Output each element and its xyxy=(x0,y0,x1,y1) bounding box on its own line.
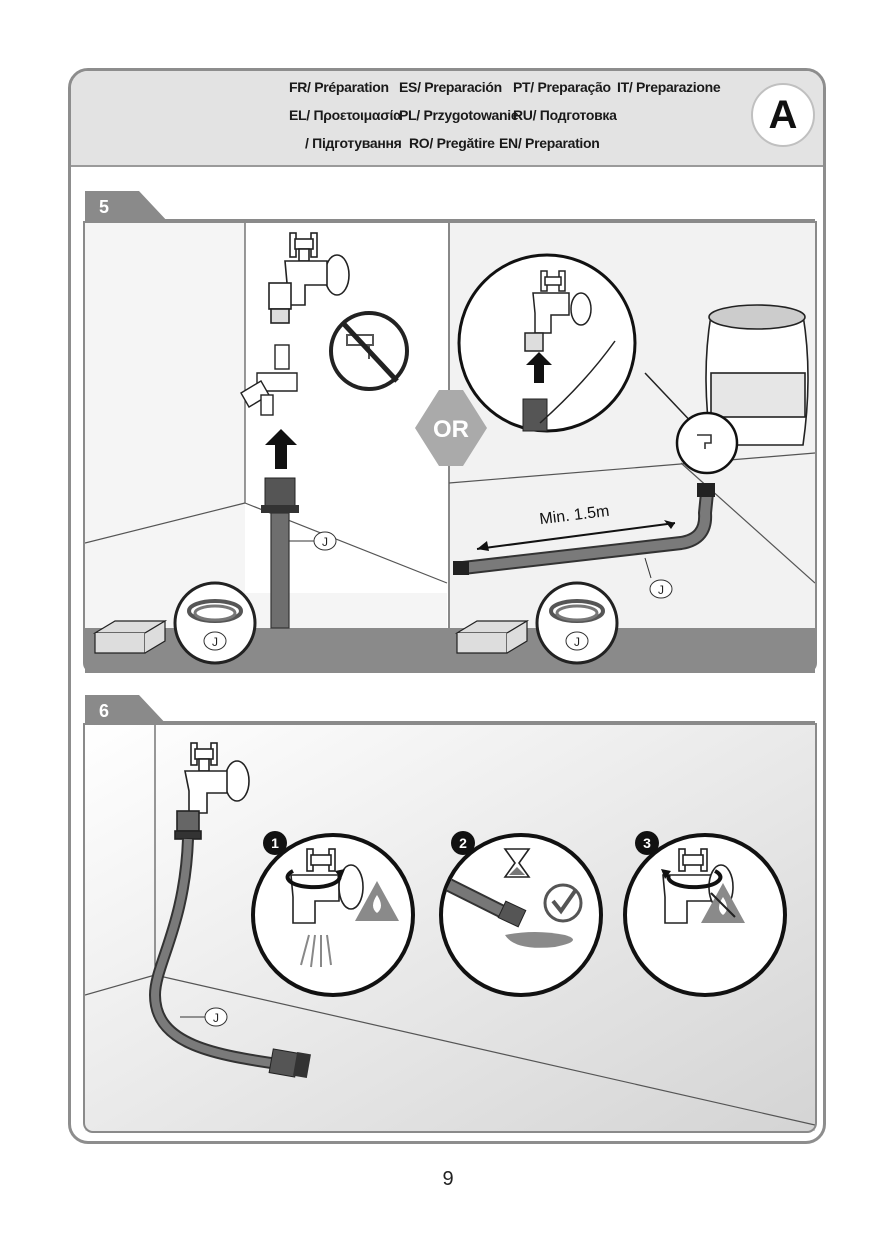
lang-en: EN/ Preparation xyxy=(499,135,600,151)
section-letter-badge: A xyxy=(751,83,815,147)
page-number: 9 xyxy=(0,1168,896,1191)
lang-uk: / Підготування xyxy=(305,135,402,151)
lang-pt: PT/ Preparação xyxy=(513,79,611,95)
lang-el: EL/ Προετοιμασία xyxy=(289,107,401,123)
step-5-outline xyxy=(83,221,817,673)
step-6-outline xyxy=(83,723,817,1133)
language-header: FR/ Préparation ES/ Preparación PT/ Prep… xyxy=(71,71,823,167)
lang-ro: RO/ Pregătire xyxy=(409,135,495,151)
lang-pl: PL/ Przygotowanie xyxy=(399,107,518,123)
lang-fr: FR/ Préparation xyxy=(289,79,389,95)
lang-es: ES/ Preparación xyxy=(399,79,502,95)
lang-it: IT/ Preparazione xyxy=(617,79,720,95)
lang-ru: RU/ Подготовка xyxy=(513,107,617,123)
page-frame: FR/ Préparation ES/ Preparación PT/ Prep… xyxy=(68,68,826,1144)
